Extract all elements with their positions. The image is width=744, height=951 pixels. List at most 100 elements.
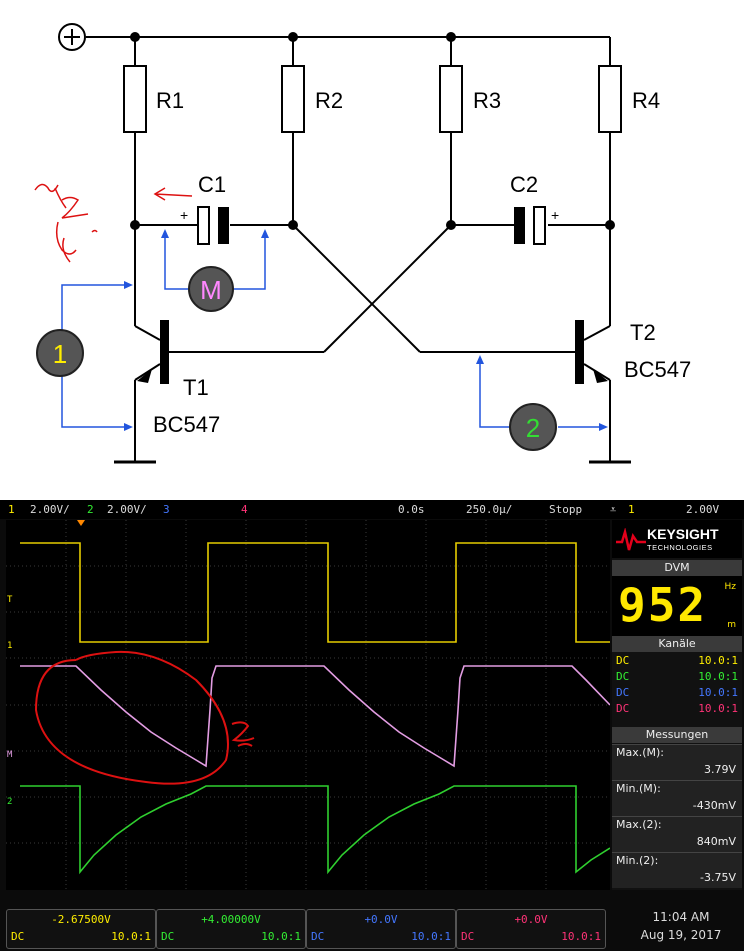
label-c1: C1 — [198, 172, 226, 197]
measurement-label: Max.(2): — [616, 818, 662, 831]
ground-marker-2: 2 — [7, 797, 12, 807]
probe-value: 10.0:1 — [111, 930, 151, 943]
circuit-schematic: R1 R2 R3 R4 C1 C2 + + T1 BC547 T2 BC547 — [34, 23, 691, 464]
label-r2: R2 — [315, 88, 343, 113]
label-c2: C2 — [510, 172, 538, 197]
channel-softkey-bar: -2.67500V DC 10.0:1 +4.00000V DC 10.0:1 … — [0, 905, 612, 949]
time-offset[interactable]: 0.0s — [398, 503, 425, 516]
probe-marker-1: 1 — [36, 329, 84, 377]
keysight-logo: KEYSIGHT TECHNOLOGIES — [612, 520, 742, 558]
t2-emitter-arrow-icon — [593, 369, 608, 383]
ch1-number[interactable]: 1 — [8, 503, 15, 516]
ch2-number[interactable]: 2 — [87, 503, 94, 516]
ch1-scale[interactable]: 2.00V/ — [30, 503, 70, 516]
transistor-t2 — [575, 320, 584, 384]
channel-coupling: DC — [616, 654, 630, 667]
waveform-display: T 1 M 2 — [6, 520, 611, 890]
offset-value: +0.0V — [514, 913, 548, 926]
measurement-value: -3.75V — [700, 871, 736, 884]
channels-header[interactable]: Kanäle — [612, 636, 742, 652]
probe-marker-m: M — [188, 266, 234, 312]
resistor-r2 — [281, 65, 305, 133]
measurements-header[interactable]: Messungen — [612, 727, 742, 743]
coupling-value: DC — [11, 930, 25, 943]
scope-top-bar: 1 2.00V/ 2 2.00V/ 3 4 0.0s 250.0µ/ Stopp… — [0, 500, 744, 519]
measurement-value: 840mV — [696, 835, 736, 848]
svg-text:M: M — [200, 275, 222, 305]
clock-date: Aug 19, 2017 — [640, 928, 722, 942]
trigger-level[interactable]: 2.00V — [686, 503, 720, 516]
measurement-label: Min.(2): — [616, 854, 659, 867]
junction-dots — [130, 32, 615, 230]
probe-lines — [61, 234, 603, 428]
channel-row-4[interactable]: DC 10.0:1 — [612, 702, 742, 716]
coupling-value: DC — [461, 930, 475, 943]
label-r1: R1 — [156, 88, 184, 113]
channel-probe: 10.0:1 — [698, 686, 738, 699]
trace-ch1 — [20, 542, 610, 643]
channel-coupling: DC — [616, 670, 630, 683]
offset-value: +4.00000V — [201, 913, 261, 926]
trigger-position-marker — [77, 520, 85, 526]
label-r3: R3 — [473, 88, 501, 113]
probe-value: 10.0:1 — [561, 930, 601, 943]
channel-probe: 10.0:1 — [698, 702, 738, 715]
part-t1: BC547 — [153, 412, 220, 437]
transistor-t1 — [160, 320, 169, 384]
dvm-unit-prefix: m — [727, 620, 736, 630]
clock: 11:04 AM Aug 19, 2017 — [622, 910, 740, 942]
channel-row-1[interactable]: DC 10.0:1 — [612, 654, 742, 668]
channel-row-3[interactable]: DC 10.0:1 — [612, 686, 742, 700]
measurement-label: Min.(M): — [616, 782, 661, 795]
probe-value: 10.0:1 — [261, 930, 301, 943]
coupling-value: DC — [311, 930, 325, 943]
red-circle-annotation — [34, 650, 255, 785]
softkey-ch3[interactable]: +0.0V DC 10.0:1 — [306, 909, 456, 949]
brand-sub: TECHNOLOGIES — [647, 543, 713, 552]
ch3-number[interactable]: 3 — [163, 503, 170, 516]
probe-value: 10.0:1 — [411, 930, 451, 943]
measurement-max-2[interactable]: Max.(2): 840mV — [612, 816, 742, 852]
oscilloscope-screenshot: 1 2.00V/ 2 2.00V/ 3 4 0.0s 250.0µ/ Stopp… — [0, 500, 744, 951]
measurement-max-m[interactable]: Max.(M): 3.79V — [612, 744, 742, 780]
t1-emitter-arrow-icon — [137, 369, 152, 383]
ch4-number[interactable]: 4 — [241, 503, 248, 516]
dvm-value: 952 — [618, 578, 708, 632]
polarity-c2: + — [551, 207, 559, 223]
polarity-c1: + — [180, 207, 188, 223]
softkey-ch1[interactable]: -2.67500V DC 10.0:1 — [6, 909, 156, 949]
channel-row-2[interactable]: DC 10.0:1 — [612, 670, 742, 684]
dvm-readout: 952 Hz m — [612, 576, 742, 640]
label-t2: T2 — [630, 320, 656, 345]
trace-math-m — [20, 665, 611, 768]
resistor-r1 — [123, 65, 147, 133]
label-r4: R4 — [632, 88, 660, 113]
dvm-header[interactable]: DVM — [612, 560, 742, 576]
probe-marker-2: 2 — [509, 403, 557, 451]
resistor-r3 — [439, 65, 463, 133]
channel-coupling: DC — [616, 702, 630, 715]
probe-arrow-icons — [124, 229, 608, 431]
graticule — [6, 520, 610, 890]
time-scale[interactable]: 250.0µ/ — [466, 503, 513, 516]
softkey-ch4[interactable]: +0.0V DC 10.0:1 — [456, 909, 606, 949]
keysight-wave-icon — [616, 528, 646, 551]
scope-side-panel: KEYSIGHT TECHNOLOGIES DVM 952 Hz m Kanäl… — [612, 520, 742, 890]
measurement-min-2[interactable]: Min.(2): -3.75V — [612, 852, 742, 888]
dvm-unit-hz: Hz — [724, 582, 737, 592]
ch2-scale[interactable]: 2.00V/ — [107, 503, 147, 516]
clock-time: 11:04 AM — [652, 910, 710, 924]
ground-marker-m: M — [7, 750, 13, 760]
run-state[interactable]: Stopp — [549, 503, 583, 516]
brand-name: KEYSIGHT — [647, 526, 719, 542]
softkey-ch2[interactable]: +4.00000V DC 10.0:1 — [156, 909, 306, 949]
measurement-min-m[interactable]: Min.(M): -430mV — [612, 780, 742, 816]
ground-marker-t: T — [7, 595, 13, 605]
waveform-svg: T 1 M 2 — [6, 520, 611, 890]
ground-marker-1: 1 — [7, 641, 12, 651]
capacitor-c2 — [514, 206, 546, 245]
resistor-r4 — [598, 65, 622, 133]
channel-probe: 10.0:1 — [698, 654, 738, 667]
capacitor-c1 — [197, 206, 229, 245]
trigger-source[interactable]: 1 — [628, 503, 635, 516]
